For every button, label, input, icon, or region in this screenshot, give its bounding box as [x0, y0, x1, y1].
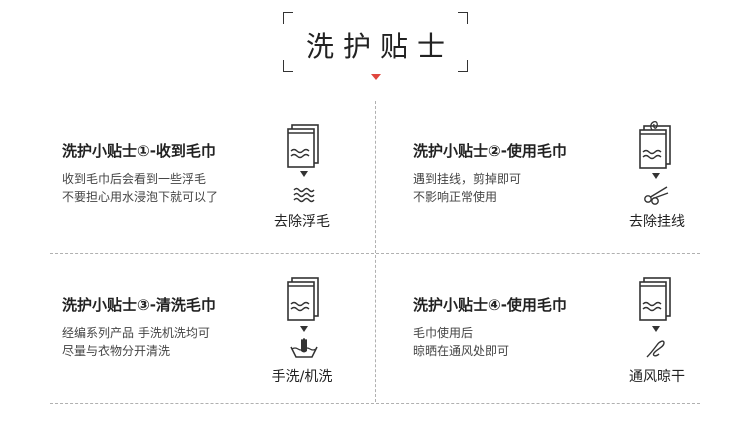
frame-corner-top-left — [283, 12, 293, 24]
tip-heading: 洗护小贴士③-清洗毛巾 — [62, 296, 216, 314]
horizontal-divider — [50, 253, 700, 254]
tip-action-label: 通风晾干 — [629, 369, 685, 385]
tip-description-line: 晾晒在通风处即可 — [413, 344, 510, 358]
towel-icon — [639, 277, 671, 321]
bottom-divider — [50, 403, 700, 404]
frame-corner-top-right — [458, 12, 468, 24]
tip-description-line: 遇到挂线，剪掉即可 — [413, 172, 522, 186]
tip-description-line: 不影响正常使用 — [413, 190, 498, 204]
tip-description: 收到毛巾后会看到一些浮毛 不要担心用水浸泡下就可以了 — [62, 170, 218, 206]
tip-heading: 洗护小贴士②-使用毛巾 — [413, 142, 567, 160]
tip-description-line: 收到毛巾后会看到一些浮毛 — [62, 172, 207, 186]
down-arrow-icon — [300, 171, 308, 177]
tip-action-label: 手洗/机洗 — [271, 369, 333, 385]
frame-corner-bottom-right — [458, 60, 468, 72]
towel-icon — [287, 124, 319, 168]
scissors-icon — [644, 186, 669, 205]
tip-description-line: 尽量与衣物分开清洗 — [62, 344, 171, 358]
frame-corner-bottom-left — [283, 60, 293, 72]
tip-description-line: 毛巾使用后 — [413, 326, 474, 340]
red-triangle-marker — [371, 74, 381, 80]
down-arrow-icon — [300, 326, 308, 332]
tip-description: 遇到挂线，剪掉即可 不影响正常使用 — [413, 170, 521, 206]
tip-description: 毛巾使用后 晾晒在通风处即可 — [413, 324, 509, 360]
tip-heading: 洗护小贴士④-使用毛巾 — [413, 296, 567, 314]
water-waves-icon — [293, 187, 315, 203]
tip-action-label: 去除浮毛 — [274, 214, 330, 230]
tip-heading: 洗护小贴士①-收到毛巾 — [62, 142, 216, 160]
tip-description: 经编系列产品 手洗机洗均可 尽量与衣物分开清洗 — [62, 324, 210, 360]
towel-icon — [287, 277, 319, 321]
section-title-frame: 洗护贴士 — [283, 12, 468, 80]
tip-action-label: 去除挂线 — [629, 214, 685, 230]
down-arrow-icon — [652, 326, 660, 332]
air-dry-icon — [646, 340, 665, 358]
page-title: 洗护贴士 — [305, 30, 454, 63]
towel-with-loose-thread-icon — [639, 121, 671, 169]
hand-wash-basin-icon — [290, 338, 318, 358]
tip-description-line: 不要担心用水浸泡下就可以了 — [62, 190, 219, 204]
down-arrow-icon — [652, 173, 660, 179]
tip-description-line: 经编系列产品 手洗机洗均可 — [62, 326, 210, 340]
vertical-divider — [375, 101, 376, 402]
